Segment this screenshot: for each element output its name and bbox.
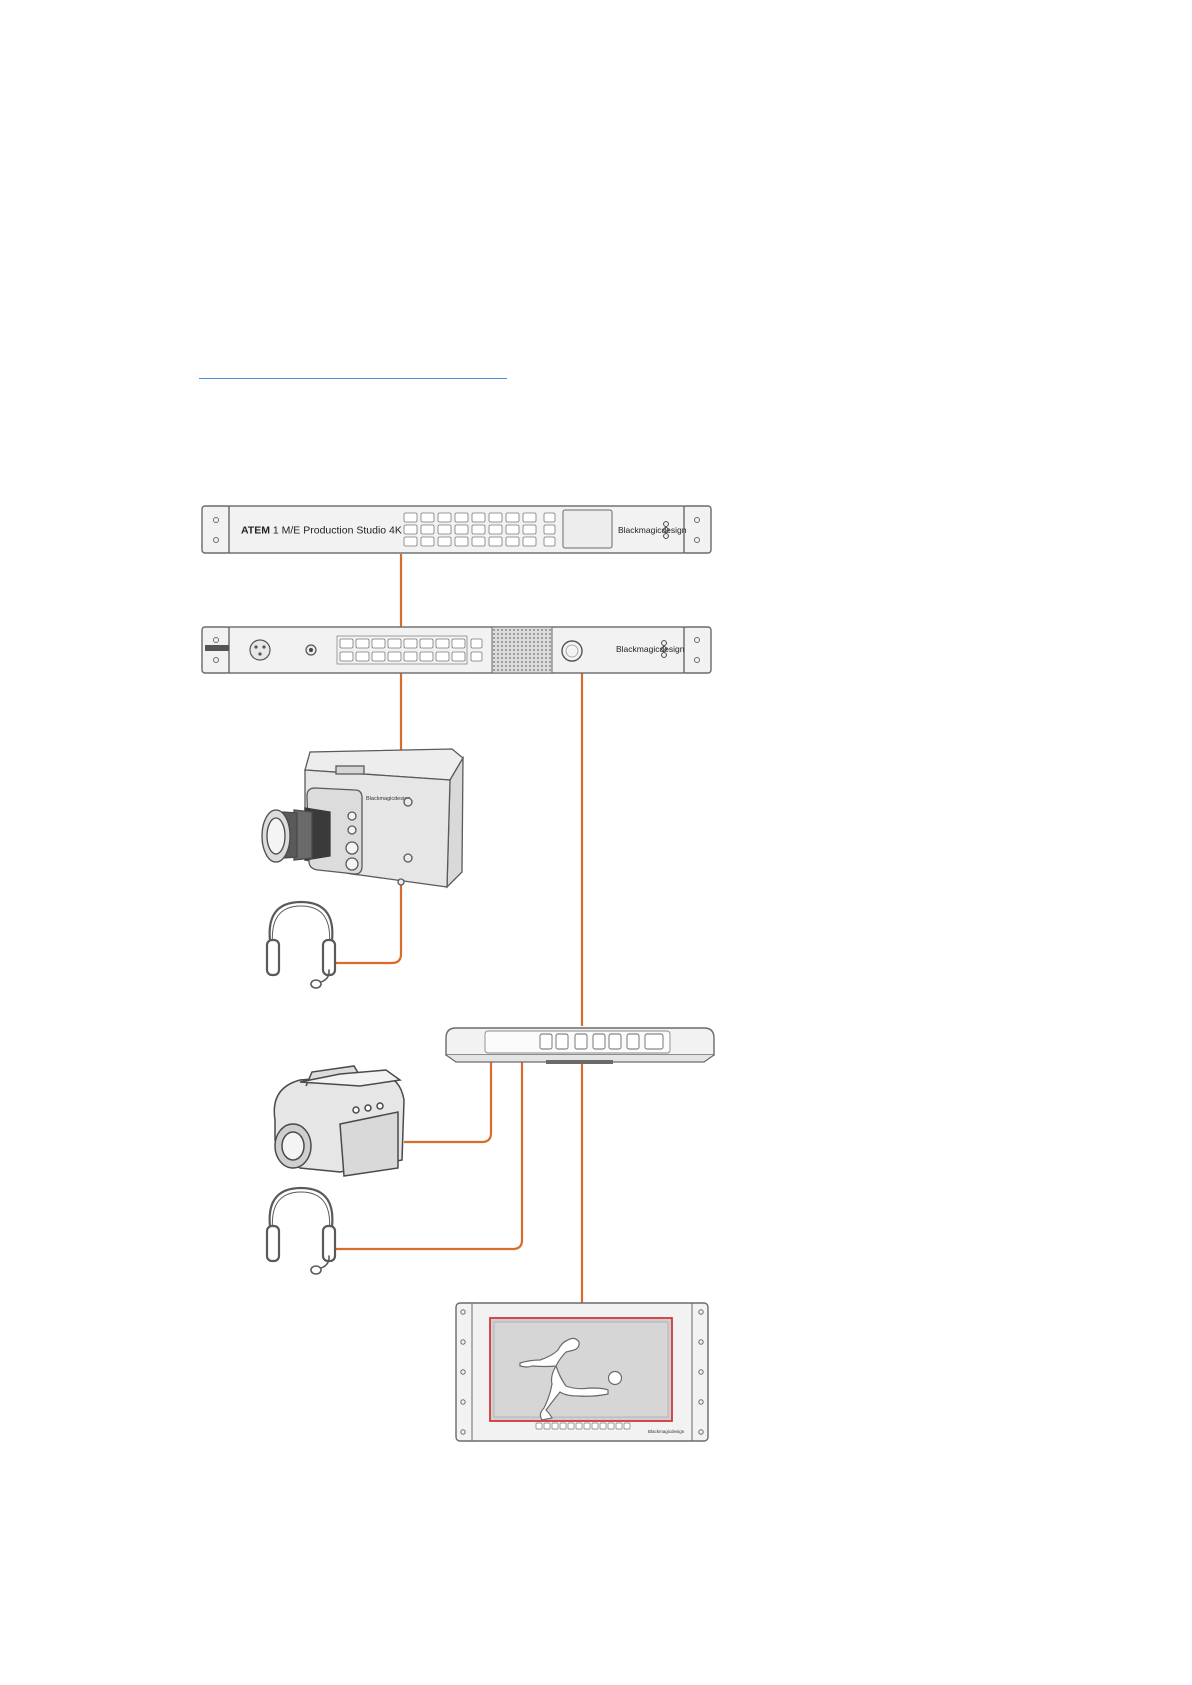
- switcher-label-bold: ATEM: [241, 525, 270, 537]
- converter-foot: [546, 1060, 613, 1064]
- converter-buttons: [540, 1034, 663, 1049]
- switcher-label: ATEM 1 M/E Production Studio 4K: [241, 525, 402, 537]
- talkback-brand: Blackmagicdesign: [616, 644, 685, 654]
- studio-camera: Blackmagicdesign: [262, 749, 463, 887]
- cable-converter-to-camcorder: [404, 1060, 491, 1142]
- headset-icon: [267, 902, 335, 988]
- ball-icon: [609, 1372, 622, 1385]
- speaker-grille: [492, 627, 552, 673]
- monitor-brand: Blackmagicdesign: [648, 1429, 685, 1434]
- atem-switcher: ATEM 1 M/E Production Studio 4K Blackmag…: [202, 506, 711, 553]
- volume-knob: [562, 641, 582, 661]
- xlr-mic-connector: [250, 640, 270, 660]
- talkback-converter: Blackmagicdesign: [202, 627, 711, 673]
- camcorder-icon: [274, 1066, 404, 1176]
- camera-lens: [262, 808, 330, 862]
- converter-box: [446, 1028, 714, 1064]
- rack-ear-right: [683, 506, 711, 553]
- cable-studio-camera-to-headset: [335, 883, 401, 963]
- switcher-lcd: [563, 510, 612, 548]
- talkback-logo-plate: [205, 645, 229, 651]
- rack-ear-left: [202, 506, 230, 553]
- rack-ear-right: [683, 627, 711, 673]
- headset-icon: [267, 1188, 335, 1274]
- camera-top-handle: [336, 766, 364, 774]
- rack-monitor: Blackmagicdesign: [456, 1303, 708, 1441]
- switcher-brand: Blackmagicdesign: [618, 525, 687, 535]
- camcorder-lcd: [340, 1112, 398, 1176]
- switcher-label-rest: 1 M/E Production Studio 4K: [270, 525, 402, 537]
- switcher-button-grid: [404, 513, 555, 546]
